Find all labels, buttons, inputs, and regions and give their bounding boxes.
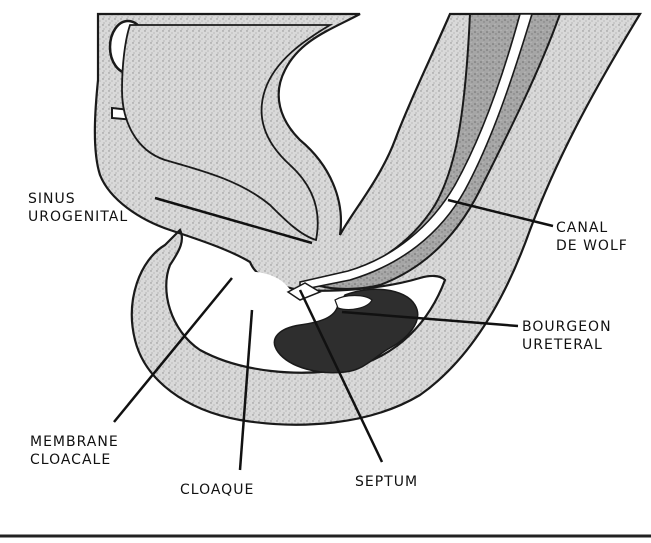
label-canal-line2: DE WOLF xyxy=(556,237,628,255)
label-canal-de-wolf: CANAL DE WOLF xyxy=(556,219,628,255)
label-septum: SEPTUM xyxy=(355,473,418,491)
label-cloaque: CLOAQUE xyxy=(180,481,254,499)
label-membrane-line2: CLOACALE xyxy=(30,451,119,469)
label-bourgeon-ureteral: BOURGEON URETERAL xyxy=(522,318,612,354)
label-sinus-line1: SINUS xyxy=(28,190,128,208)
label-bourgeon-line1: BOURGEON xyxy=(522,318,612,336)
label-membrane-cloacale: MEMBRANE CLOACALE xyxy=(30,433,119,469)
label-membrane-line1: MEMBRANE xyxy=(30,433,119,451)
label-sinus-urogenital: SINUS UROGENITAL xyxy=(28,190,128,226)
label-canal-line1: CANAL xyxy=(556,219,628,237)
label-bourgeon-line2: URETERAL xyxy=(522,336,612,354)
label-sinus-line2: UROGENITAL xyxy=(28,208,128,226)
